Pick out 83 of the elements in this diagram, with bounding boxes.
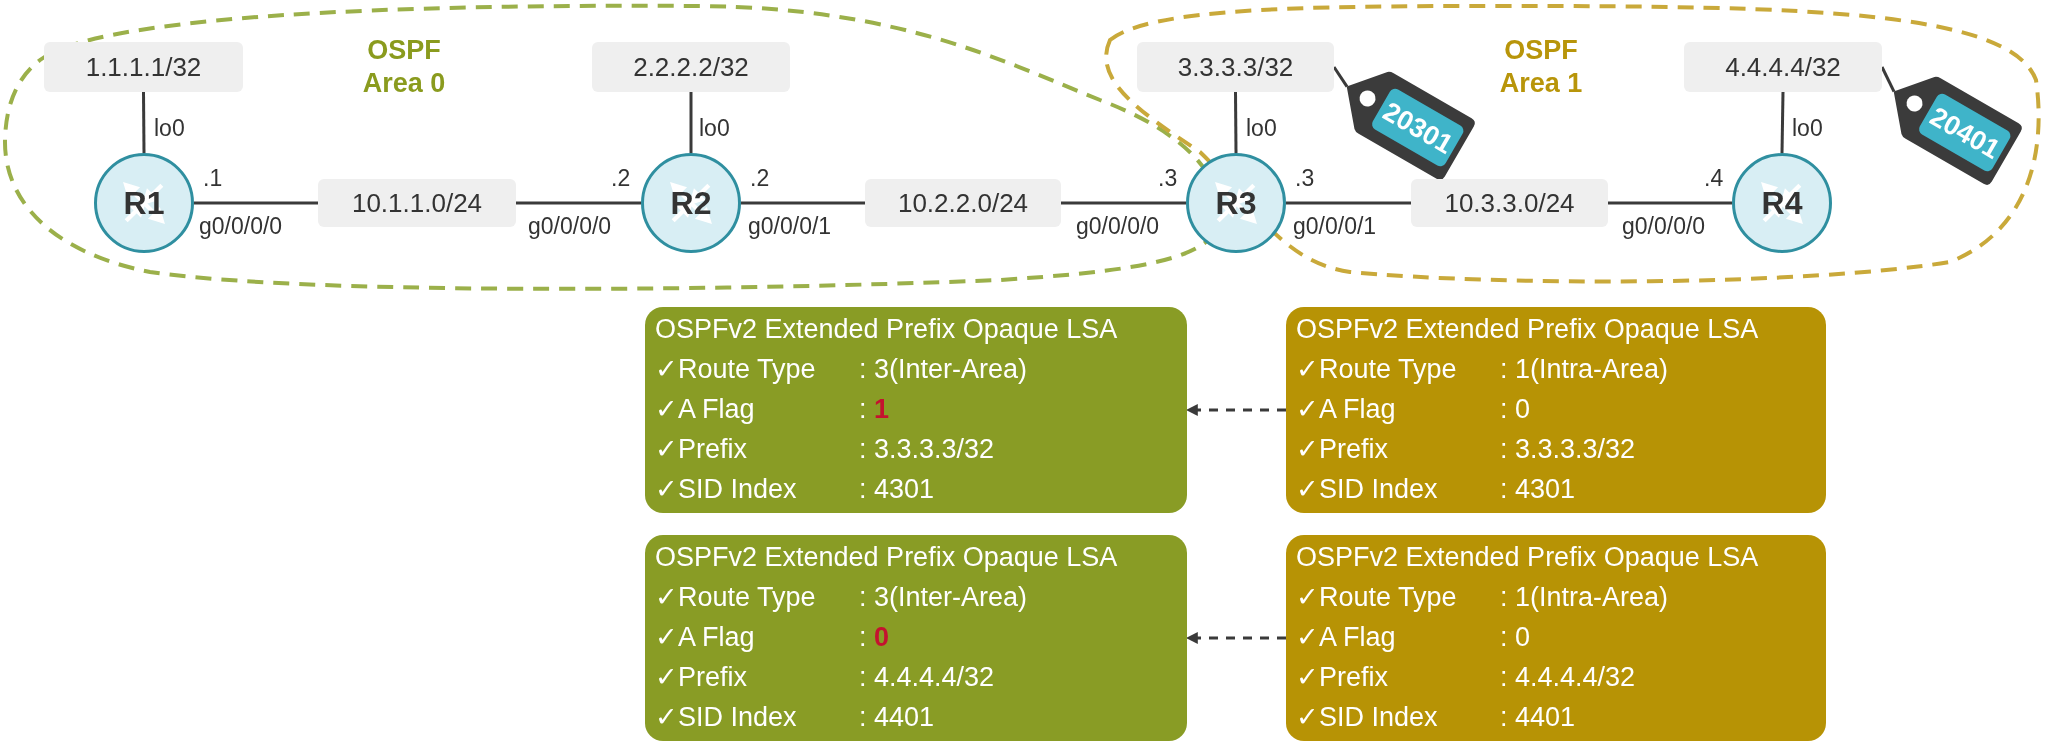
interface-label: lo0: [1246, 114, 1277, 142]
link-line: [689, 92, 693, 153]
field-label: ✓Prefix: [655, 433, 749, 466]
link-line: [1234, 92, 1238, 153]
lsa-card: [645, 307, 1187, 513]
field-label: ✓SID Index: [1296, 701, 1439, 734]
link-line: [1880, 66, 1896, 93]
link-line: [142, 92, 146, 153]
area-title: OSPF Area 1: [1498, 34, 1584, 100]
lsa-card: [1286, 307, 1826, 513]
router-label: R2: [670, 187, 712, 219]
prefix-box: 4.4.4.4/32: [1684, 42, 1882, 92]
interface-label: .1: [203, 164, 223, 192]
field-value: : 4401: [1500, 701, 1577, 734]
field-value: : 0: [859, 621, 891, 654]
subnet-box: 10.1.1.0/24: [318, 179, 516, 227]
field-label: ✓A Flag: [1296, 621, 1397, 654]
interface-label: g0/0/0/0: [528, 212, 612, 240]
arrow: [1185, 404, 1286, 416]
router-label: R4: [1761, 187, 1803, 219]
link-line: [1286, 201, 1411, 205]
arrow: [1185, 632, 1286, 644]
field-label: ✓Route Type: [655, 581, 817, 614]
card-title: OSPFv2 Extended Prefix Opaque LSA: [655, 541, 1119, 574]
field-label: ✓Route Type: [655, 353, 817, 386]
interface-label: g0/0/0/1: [748, 212, 832, 240]
field-value: : 3.3.3.3/32: [859, 433, 996, 466]
lsa-card: [1286, 535, 1826, 741]
field-label: ✓A Flag: [655, 621, 756, 654]
subnet-box: 10.2.2.0/24: [865, 179, 1061, 227]
interface-label: g0/0/0/0: [1622, 212, 1706, 240]
field-value: : 4301: [1500, 473, 1577, 506]
field-value: : 3(Inter-Area): [859, 353, 1029, 386]
link-line: [1608, 201, 1732, 205]
link-line: [516, 201, 641, 205]
router-label: R3: [1215, 187, 1257, 219]
interface-label: .2: [750, 164, 770, 192]
link-line: [741, 201, 865, 205]
field-label: ✓Route Type: [1296, 353, 1458, 386]
interface-label: g0/0/0/0: [1076, 212, 1160, 240]
prefix-box: 3.3.3.3/32: [1137, 42, 1334, 92]
field-label: ✓Prefix: [655, 661, 749, 694]
link-line: [1780, 91, 1785, 154]
field-value: : 1(Intra-Area): [1500, 353, 1670, 386]
interface-label: .3: [1158, 164, 1178, 192]
interface-label: lo0: [1792, 114, 1823, 142]
field-value: : 4.4.4.4/32: [859, 661, 996, 694]
prefix-box: 1.1.1.1/32: [44, 42, 243, 92]
link-line: [1061, 201, 1186, 205]
field-label: ✓Prefix: [1296, 661, 1390, 694]
router-label: R1: [123, 187, 165, 219]
card-title: OSPFv2 Extended Prefix Opaque LSA: [1296, 541, 1760, 574]
card-title: OSPFv2 Extended Prefix Opaque LSA: [655, 313, 1119, 346]
interface-label: g0/0/0/0: [199, 212, 283, 240]
field-value: : 3(Inter-Area): [859, 581, 1029, 614]
field-label: ✓Prefix: [1296, 433, 1390, 466]
field-value: : 0: [1500, 393, 1532, 426]
field-label: ✓SID Index: [1296, 473, 1439, 506]
interface-label: .2: [611, 164, 631, 192]
card-title: OSPFv2 Extended Prefix Opaque LSA: [1296, 313, 1760, 346]
interface-label: lo0: [699, 114, 730, 142]
interface-label: lo0: [154, 114, 185, 142]
interface-label: .4: [1704, 164, 1724, 192]
field-value: : 1: [859, 393, 891, 426]
area-title: OSPF Area 0: [361, 34, 447, 100]
prefix-box: 2.2.2.2/32: [592, 42, 790, 92]
interface-label: .3: [1295, 164, 1315, 192]
field-value: : 3.3.3.3/32: [1500, 433, 1637, 466]
subnet-box: 10.3.3.0/24: [1411, 179, 1608, 227]
link-line: [1332, 66, 1349, 88]
field-value: : 4.4.4.4/32: [1500, 661, 1637, 694]
field-label: ✓A Flag: [1296, 393, 1397, 426]
field-label: ✓SID Index: [655, 701, 798, 734]
field-label: ✓SID Index: [655, 473, 798, 506]
field-value: : 1(Intra-Area): [1500, 581, 1670, 614]
field-value: : 0: [1500, 621, 1532, 654]
field-value: : 4301: [859, 473, 936, 506]
lsa-card: [645, 535, 1187, 741]
interface-label: g0/0/0/1: [1293, 212, 1377, 240]
link-line: [194, 201, 318, 205]
field-value: : 4401: [859, 701, 936, 734]
field-label: ✓A Flag: [655, 393, 756, 426]
field-label: ✓Route Type: [1296, 581, 1458, 614]
